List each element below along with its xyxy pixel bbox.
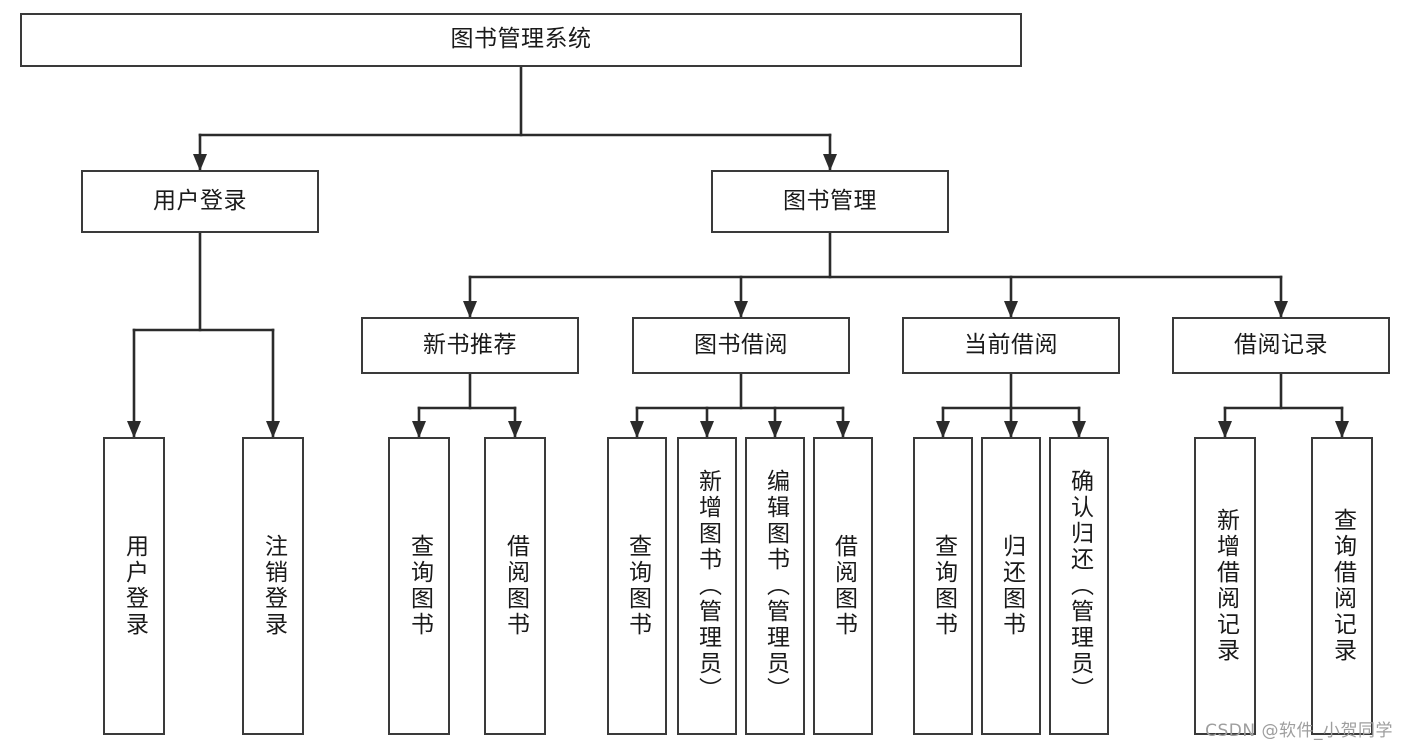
node-leaf-confirm-return[interactable]: 确认归还（管理员） [1049, 437, 1109, 735]
node-label-book-mgmt: 图书管理 [783, 187, 877, 214]
node-label-leaf-add-book: 新增图书（管理员） [694, 469, 721, 703]
node-leaf-edit-book[interactable]: 编辑图书（管理员） [745, 437, 805, 735]
node-leaf-query-book-borrow[interactable]: 查询图书 [607, 437, 667, 735]
node-leaf-query-book-current[interactable]: 查询图书 [913, 437, 973, 735]
node-label-leaf-query-record: 查询借阅记录 [1329, 508, 1356, 664]
node-borrow-record[interactable]: 借阅记录 [1172, 317, 1390, 374]
node-leaf-user-login[interactable]: 用户登录 [103, 437, 165, 735]
node-leaf-borrow-book[interactable]: 借阅图书 [813, 437, 873, 735]
node-leaf-borrow-book-rec[interactable]: 借阅图书 [484, 437, 546, 735]
node-leaf-query-book-rec[interactable]: 查询图书 [388, 437, 450, 735]
node-leaf-add-book[interactable]: 新增图书（管理员） [677, 437, 737, 735]
node-label-leaf-query-book-borrow: 查询图书 [624, 534, 651, 638]
node-label-user-login: 用户登录 [153, 187, 247, 214]
node-user-login[interactable]: 用户登录 [81, 170, 319, 233]
node-root[interactable]: 图书管理系统 [20, 13, 1022, 67]
node-label-leaf-logout: 注销登录 [260, 534, 287, 638]
node-label-borrow-record: 借阅记录 [1234, 331, 1328, 358]
node-label-root: 图书管理系统 [450, 26, 592, 53]
csdn-watermark: CSDN @软件_小贺同学 [1205, 721, 1393, 741]
node-label-leaf-confirm-return: 确认归还（管理员） [1066, 469, 1093, 703]
node-label-book-borrow: 图书借阅 [694, 331, 788, 358]
node-label-leaf-borrow-book-rec: 借阅图书 [502, 534, 529, 638]
node-label-leaf-borrow-book: 借阅图书 [830, 534, 857, 638]
node-label-leaf-return-book: 归还图书 [998, 534, 1025, 638]
node-label-leaf-edit-book: 编辑图书（管理员） [762, 469, 789, 703]
node-label-leaf-user-login: 用户登录 [121, 534, 148, 638]
node-label-new-book-rec: 新书推荐 [423, 331, 517, 358]
node-book-borrow[interactable]: 图书借阅 [632, 317, 850, 374]
node-book-mgmt[interactable]: 图书管理 [711, 170, 949, 233]
node-leaf-return-book[interactable]: 归还图书 [981, 437, 1041, 735]
node-label-leaf-add-record: 新增借阅记录 [1212, 508, 1239, 664]
node-new-book-rec[interactable]: 新书推荐 [361, 317, 579, 374]
node-label-leaf-query-book-rec: 查询图书 [406, 534, 433, 638]
node-label-leaf-query-book-current: 查询图书 [930, 534, 957, 638]
node-current-borrow[interactable]: 当前借阅 [902, 317, 1120, 374]
node-leaf-logout[interactable]: 注销登录 [242, 437, 304, 735]
node-label-current-borrow: 当前借阅 [964, 331, 1058, 358]
node-leaf-add-record[interactable]: 新增借阅记录 [1194, 437, 1256, 735]
node-leaf-query-record[interactable]: 查询借阅记录 [1311, 437, 1373, 735]
